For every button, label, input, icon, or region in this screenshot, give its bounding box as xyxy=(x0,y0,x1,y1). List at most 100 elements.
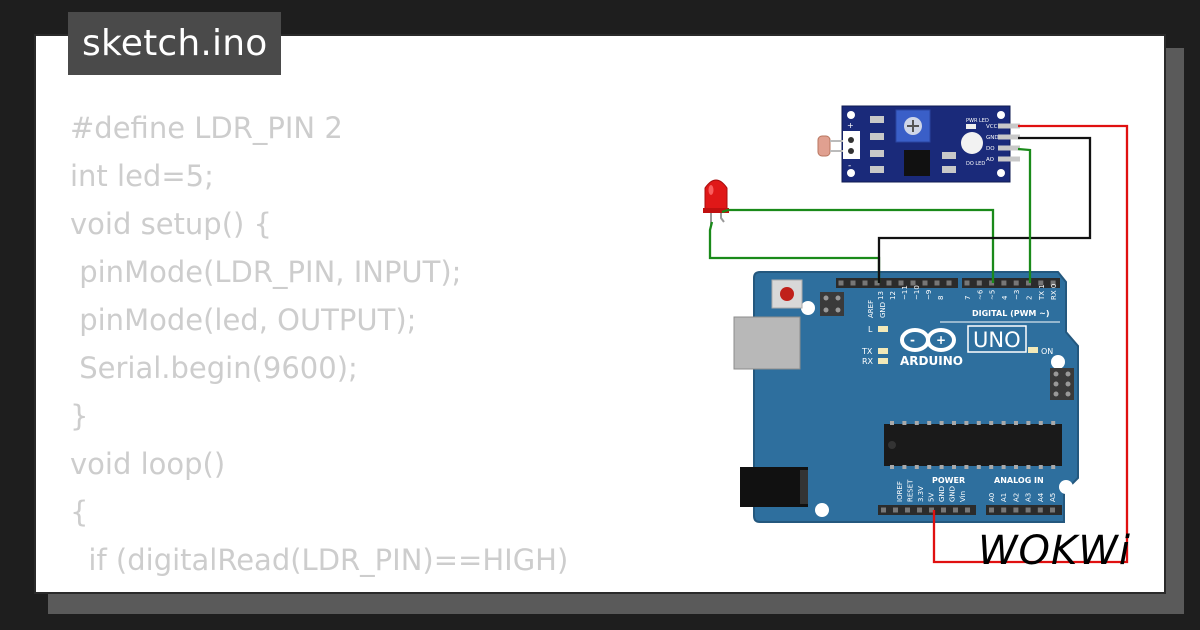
code-line[interactable]: { xyxy=(70,584,568,592)
power-jack xyxy=(740,467,808,507)
header-pin[interactable] xyxy=(898,280,904,286)
pin-label: AREF xyxy=(867,300,875,318)
pin-label: 13 xyxy=(877,291,885,300)
reset-button-cap[interactable] xyxy=(780,287,794,301)
header-pin[interactable] xyxy=(922,280,928,286)
header-pin[interactable] xyxy=(910,280,916,286)
header-pin[interactable] xyxy=(886,280,892,286)
header-pin[interactable] xyxy=(941,507,946,513)
header-pin[interactable] xyxy=(1013,280,1019,286)
header-pin[interactable] xyxy=(946,280,952,286)
arduino-logo-plus: + xyxy=(936,333,946,347)
led-on xyxy=(1028,347,1038,353)
header-pin[interactable] xyxy=(862,280,868,286)
header-pin[interactable] xyxy=(1026,280,1031,286)
icsp-header-small xyxy=(820,292,844,316)
pin-label: GND xyxy=(949,486,957,502)
bottom-header-pins xyxy=(881,507,1055,513)
header-pin[interactable] xyxy=(964,280,970,286)
pin-label: A2 xyxy=(1012,493,1020,502)
header-pin[interactable] xyxy=(934,280,940,286)
do-led-label: DO LED xyxy=(966,161,985,167)
smd-resistor xyxy=(870,150,884,157)
code-line[interactable]: { xyxy=(70,495,89,529)
sensor-pin[interactable] xyxy=(998,145,1020,151)
photoresistor-header xyxy=(843,131,860,159)
pin-label: ~5 xyxy=(989,290,997,300)
led-tx xyxy=(878,348,888,354)
header-pin[interactable] xyxy=(881,507,886,513)
pin-label: A5 xyxy=(1049,493,1057,502)
sensor-pin-label: VCC xyxy=(986,124,998,130)
code-line[interactable]: pinMode(led, OUTPUT); xyxy=(70,303,417,337)
sensor-pin-header xyxy=(998,123,1020,162)
code-line[interactable]: Serial.begin(9600); xyxy=(70,351,358,385)
mount-hole xyxy=(1059,480,1073,494)
digital-header-pins xyxy=(838,280,1056,286)
wires xyxy=(708,124,1129,564)
code-line[interactable]: #define LDR_PIN 2 xyxy=(70,111,343,145)
code-editor[interactable]: #define LDR_PIN 2 int led=5; void setup() … xyxy=(70,104,569,592)
header-pin[interactable] xyxy=(850,280,856,286)
sensor-pin-label: DO xyxy=(986,146,995,152)
code-line[interactable]: if (digitalRead(LDR_PIN)==HIGH) xyxy=(70,543,569,577)
code-line[interactable]: } xyxy=(70,399,89,433)
pwr-led-label: PWR LED xyxy=(966,118,989,124)
header-pin[interactable] xyxy=(1001,280,1007,286)
wire-sensor-do xyxy=(1017,147,1032,283)
pin-label: 4 xyxy=(1001,295,1009,300)
header-pin[interactable] xyxy=(989,280,995,286)
header-pin[interactable] xyxy=(1050,507,1055,513)
header-pin[interactable] xyxy=(1013,507,1019,513)
header-pin[interactable] xyxy=(976,280,982,286)
header-pin[interactable] xyxy=(1038,280,1044,286)
header-pin[interactable] xyxy=(893,507,898,513)
header-pin[interactable] xyxy=(1025,507,1031,513)
header-pin[interactable] xyxy=(1050,280,1056,286)
sensor-hole xyxy=(847,169,855,177)
power-label: POWER xyxy=(932,476,965,485)
led-dome xyxy=(704,179,728,213)
pin-label: ~6 xyxy=(976,289,984,300)
pin-label: Vin xyxy=(959,491,967,502)
header-pin[interactable] xyxy=(953,507,958,513)
header-pin[interactable] xyxy=(929,507,934,513)
reset-button[interactable] xyxy=(771,279,803,309)
code-line[interactable]: void setup() { xyxy=(70,207,272,241)
header-pin[interactable] xyxy=(917,507,922,513)
digital-header-right xyxy=(962,278,1060,288)
sensor-pin[interactable] xyxy=(998,134,1020,140)
header-pin[interactable] xyxy=(1001,507,1007,513)
digital-label: DIGITAL (PWM ~) xyxy=(972,309,1050,318)
mount-hole xyxy=(801,301,815,315)
pin-label: ~3 xyxy=(1013,290,1021,300)
pin-label: 3.3V xyxy=(917,486,925,502)
analog-label: ANALOG IN xyxy=(994,476,1044,485)
code-line[interactable]: pinMode(LDR_PIN, INPUT); xyxy=(70,255,462,289)
file-tab[interactable]: sketch.ino xyxy=(68,12,282,75)
digital-header-left xyxy=(836,278,958,288)
led-label-on: ON xyxy=(1041,347,1053,356)
code-line[interactable]: int led=5; xyxy=(70,159,214,193)
red-led[interactable] xyxy=(703,179,729,226)
sensor-pin[interactable] xyxy=(998,156,1020,162)
header-pin[interactable] xyxy=(1037,507,1043,513)
code-line[interactable]: void loop() xyxy=(70,447,226,481)
sensor-pin[interactable] xyxy=(998,123,1020,129)
header-pin[interactable] xyxy=(838,280,844,286)
header-pin[interactable] xyxy=(965,507,970,513)
sensor-pin-label: GND xyxy=(986,135,999,141)
wire-sensor-vcc xyxy=(932,124,1129,564)
header-pin[interactable] xyxy=(874,280,880,286)
wokwi-logo: WOKWi xyxy=(978,528,1131,574)
header-pin[interactable] xyxy=(989,507,994,513)
header-pin[interactable] xyxy=(905,507,910,513)
comparator-chip xyxy=(904,150,930,176)
arduino-logo-text: ARDUINO xyxy=(900,354,963,368)
